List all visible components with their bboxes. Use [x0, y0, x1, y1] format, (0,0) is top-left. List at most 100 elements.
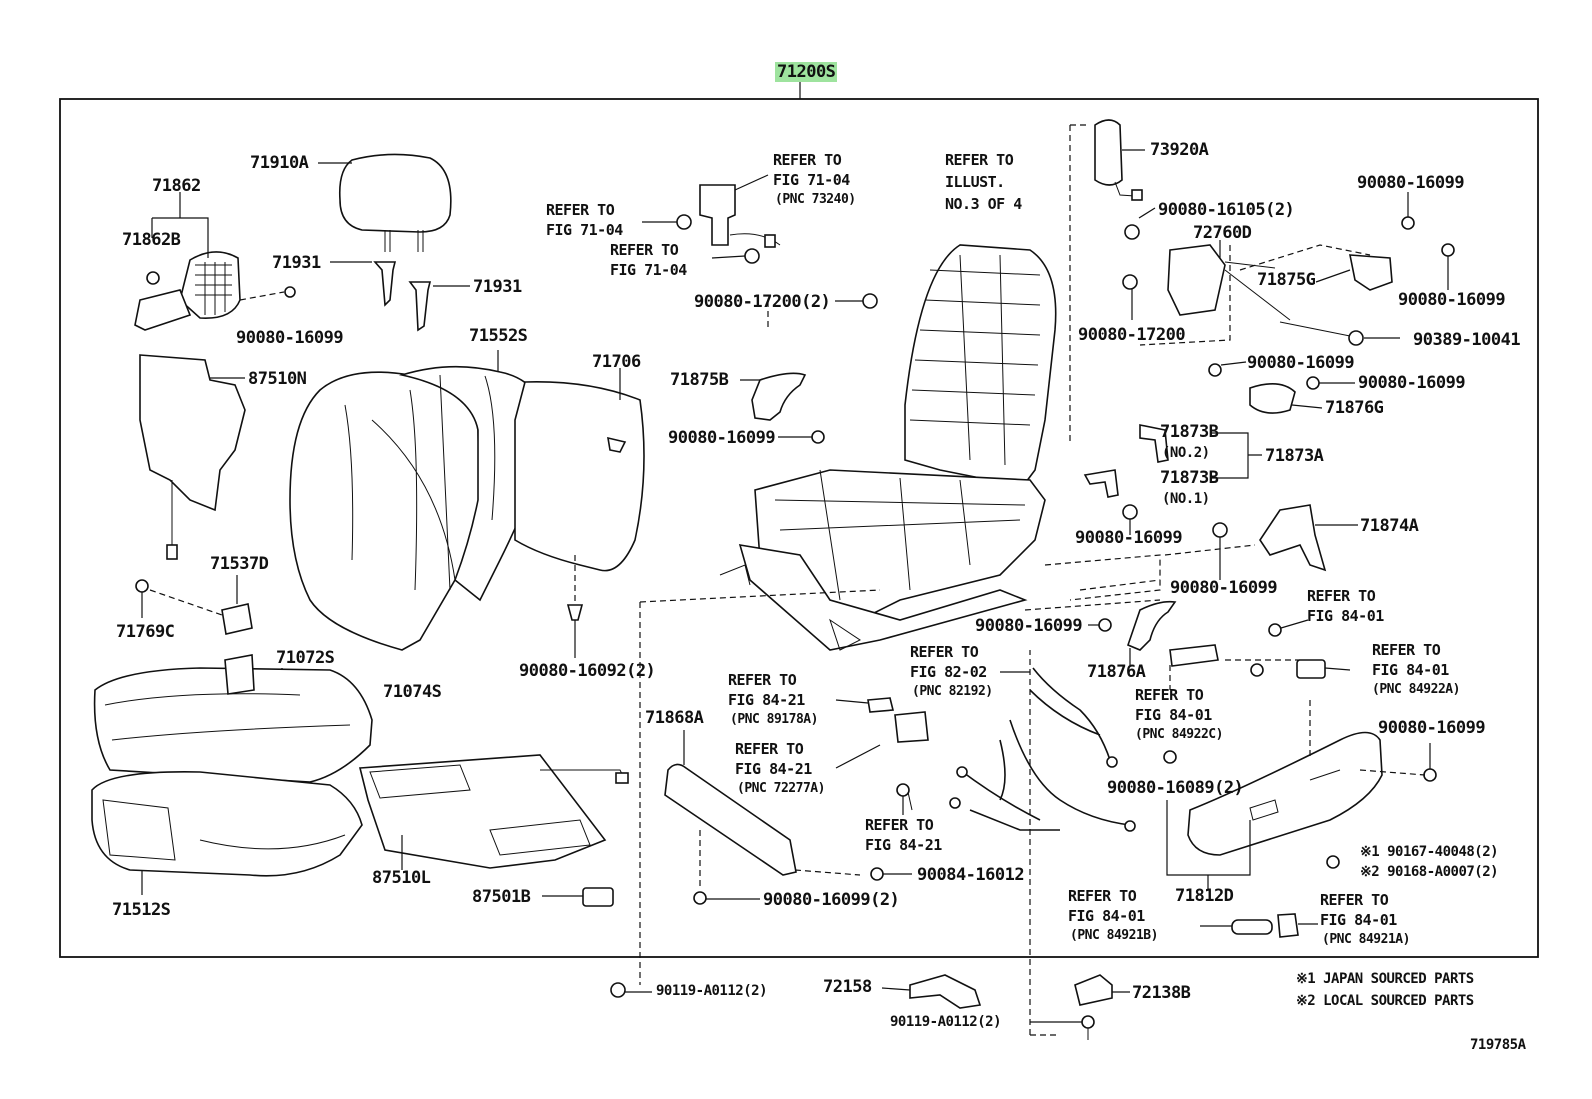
label-90167-40048[interactable]: ※1 90167-40048(2) [1360, 844, 1499, 860]
label-71552S[interactable]: 71552S [469, 326, 528, 346]
label-71074S[interactable]: 71074S [383, 682, 442, 702]
label-90080-16089[interactable]: 90080-16089(2) [1107, 778, 1244, 798]
ref10-line2[interactable]: FIG 84-21 [735, 760, 812, 778]
label-90080-16099-c[interactable]: 90080-16099 [1357, 173, 1465, 193]
ref1-line1[interactable]: REFER TO [773, 151, 842, 169]
label-90084-16012[interactable]: 90084-16012 [917, 865, 1025, 885]
label-71706[interactable]: 71706 [592, 352, 641, 372]
label-90080-16099-k[interactable]: 90080-16099 [1378, 718, 1486, 738]
label-72158[interactable]: 72158 [823, 977, 872, 997]
label-71876G[interactable]: 71876G [1325, 398, 1384, 418]
label-90389-10041[interactable]: 90389-10041 [1413, 330, 1521, 350]
ref4-line1[interactable]: REFER TO [945, 151, 1014, 169]
bracket-71876A [1088, 600, 1177, 665]
label-71931-a[interactable]: 71931 [272, 253, 321, 273]
ref9-line2[interactable]: FIG 84-21 [728, 691, 805, 709]
ref13-line2[interactable]: FIG 84-01 [1320, 911, 1397, 929]
label-87510N[interactable]: 87510N [248, 369, 307, 389]
label-90080-16099-a[interactable]: 90080-16099 [236, 328, 344, 348]
ref13-line1[interactable]: REFER TO [1320, 891, 1389, 909]
ref9-line1[interactable]: REFER TO [728, 671, 797, 689]
ref8-line1[interactable]: REFER TO [1135, 686, 1204, 704]
ref1-line2[interactable]: FIG 71-04 [773, 171, 850, 189]
label-90080-16099-f[interactable]: 90080-16099 [1358, 373, 1466, 393]
label-71769C[interactable]: 71769C [116, 622, 175, 642]
ref11-line2[interactable]: FIG 84-21 [865, 836, 942, 854]
recliner-72760D [1122, 207, 1291, 321]
label-71874A[interactable]: 71874A [1360, 516, 1419, 536]
label-90168-A0007[interactable]: ※2 90168-A0007(2) [1360, 864, 1499, 880]
label-90080-16099-d[interactable]: 90080-16099 [1398, 290, 1506, 310]
ref3-line2[interactable]: FIG 71-04 [610, 261, 687, 279]
label-71875G[interactable]: 71875G [1257, 270, 1316, 290]
seatback-cover-71074S [289, 371, 481, 651]
legend-note-2: ※2 LOCAL SOURCED PARTS [1296, 993, 1474, 1009]
label-90080-16092[interactable]: 90080-16092(2) [519, 661, 656, 681]
label-72138B[interactable]: 72138B [1132, 983, 1191, 1003]
ref5-line1[interactable]: REFER TO [1307, 587, 1376, 605]
ref11-line1[interactable]: REFER TO [865, 816, 934, 834]
wire-harness [949, 667, 1136, 832]
ref7-line1[interactable]: REFER TO [910, 643, 979, 661]
ref12-pnc: (PNC 84921B) [1070, 928, 1158, 943]
label-90080-16099-e[interactable]: 90080-16099 [1247, 353, 1355, 373]
ref8-line2[interactable]: FIG 84-01 [1135, 706, 1212, 724]
bracket-71875B [740, 372, 825, 444]
ref12-line2[interactable]: FIG 84-01 [1068, 907, 1145, 925]
label-87501B[interactable]: 87501B [472, 887, 531, 907]
ref7-line2[interactable]: FIG 82-02 [910, 663, 987, 681]
label-73920A[interactable]: 73920A [1150, 140, 1209, 160]
label-71862B[interactable]: 71862B [122, 230, 181, 250]
ref10-line1[interactable]: REFER TO [735, 740, 804, 758]
ref2-line2[interactable]: FIG 71-04 [546, 221, 623, 239]
label-90080-17200-a[interactable]: 90080-17200(2) [694, 292, 831, 312]
label-71875B[interactable]: 71875B [670, 370, 729, 390]
ref9-pnc: (PNC 89178A) [730, 712, 818, 727]
label-71873B-2[interactable]: 71873B [1160, 468, 1219, 488]
label-71931-b[interactable]: 71931 [473, 277, 522, 297]
bracket-71876G [1208, 361, 1355, 414]
label-71873B-1[interactable]: 71873B [1160, 422, 1219, 442]
seat-heater-87510L [358, 754, 629, 870]
ref2-line1[interactable]: REFER TO [546, 201, 615, 219]
label-90080-16099-g[interactable]: 90080-16099 [1075, 528, 1183, 548]
ref7-pnc: (PNC 82192) [912, 684, 993, 699]
label-90080-16105[interactable]: 90080-16105(2) [1158, 200, 1295, 220]
label-90119-A0112-b[interactable]: 90119-A0112(2) [890, 1014, 1002, 1030]
knob-84921A [1277, 913, 1299, 938]
ref3-line1[interactable]: REFER TO [610, 241, 679, 259]
label-71072S[interactable]: 71072S [276, 648, 335, 668]
label-71812D[interactable]: 71812D [1175, 886, 1234, 906]
label-90080-16099-i[interactable]: 90080-16099 [975, 616, 1083, 636]
ref4-line3[interactable]: NO.3 OF 4 [945, 195, 1022, 213]
label-90080-16099-b[interactable]: 90080-16099 [668, 428, 776, 448]
seat-cover-71072S [93, 654, 373, 783]
label-90119-A0112-a[interactable]: 90119-A0112(2) [656, 983, 768, 999]
seat-frame [719, 244, 1057, 651]
label-71876A[interactable]: 71876A [1087, 662, 1146, 682]
label-71868A[interactable]: 71868A [645, 708, 704, 728]
label-87510L[interactable]: 87510L [372, 868, 431, 888]
bracket-71874A [1212, 504, 1358, 580]
ref6-line2[interactable]: FIG 84-01 [1372, 661, 1449, 679]
label-72760D[interactable]: 72760D [1193, 223, 1252, 243]
ref5-line2[interactable]: FIG 84-01 [1307, 607, 1384, 625]
label-90080-16099-h[interactable]: 90080-16099 [1170, 578, 1278, 598]
label-71512S[interactable]: 71512S [112, 900, 171, 920]
side-shield-71812D [1163, 700, 1437, 890]
label-90080-17200-b[interactable]: 90080-17200 [1078, 325, 1186, 345]
label-71862[interactable]: 71862 [152, 176, 201, 196]
label-90080-16099-j[interactable]: 90080-16099(2) [763, 890, 900, 910]
label-71873B-no2: (NO.2) [1162, 445, 1210, 461]
ref4-line2[interactable]: ILLUST. [945, 173, 1005, 191]
knob-84921B [1231, 919, 1273, 935]
diagram-frame [59, 98, 1539, 958]
main-part-label[interactable]: 71200S [775, 62, 838, 82]
ref8-pnc: (PNC 84922C) [1135, 727, 1223, 742]
label-71873A[interactable]: 71873A [1265, 446, 1324, 466]
legend-note-1: ※1 JAPAN SOURCED PARTS [1296, 971, 1474, 987]
label-71910A[interactable]: 71910A [250, 153, 309, 173]
ref12-line1[interactable]: REFER TO [1068, 887, 1137, 905]
ref6-line1[interactable]: REFER TO [1372, 641, 1441, 659]
label-71537D[interactable]: 71537D [210, 554, 269, 574]
